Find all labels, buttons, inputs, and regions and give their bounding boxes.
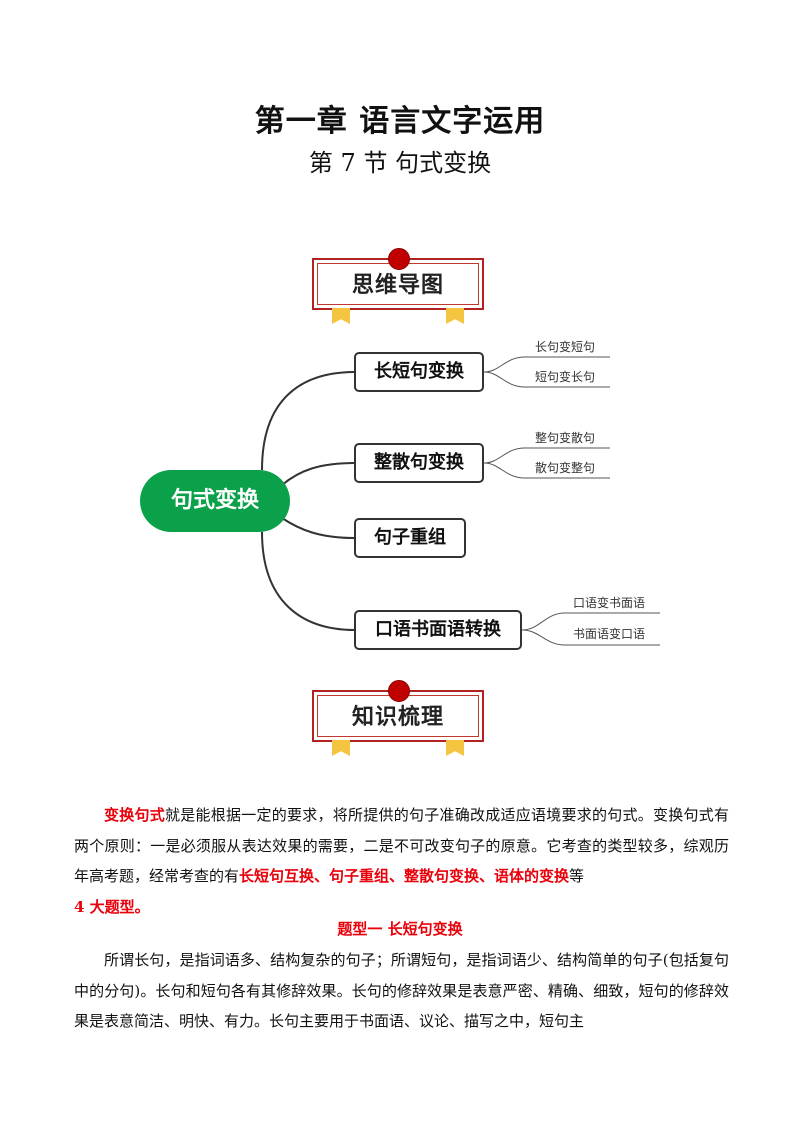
- branch-spoken-written: 口语书面语转换: [354, 610, 522, 650]
- intro-paragraph: 变换句式就是能根据一定的要求，将所提供的句子准确改成适应语境要求的句式。变换句式…: [74, 800, 729, 922]
- branch-regular-loose: 整散句变换: [354, 443, 484, 483]
- intro-text: 就是能根据一定的要求，将所提供的句子准确改成适应语境要求的句式。变换句式有两个原…: [74, 806, 729, 885]
- chapter-title: 第一章 语言文字运用: [254, 104, 546, 139]
- intro-term: 变换句式: [104, 806, 165, 824]
- branch-long-short: 长短句变换: [354, 352, 484, 392]
- subheading: 题型一 长短句变换: [337, 920, 463, 938]
- leaf-item: 散句变整句: [535, 461, 596, 475]
- leaf-item: 口语变书面语: [573, 596, 646, 610]
- leaf-item: 长句变短句: [535, 340, 596, 354]
- leaf-item: 整句变散句: [535, 431, 596, 445]
- red-dot-icon: [388, 680, 410, 702]
- ribbon-icon: [446, 308, 464, 324]
- section-title: 第 7 节 句式变换: [308, 149, 492, 177]
- knowledge-banner: 知识梳理: [312, 680, 488, 756]
- body-paragraph: 所谓长句，是指词语多、结构复杂的句子；所谓短句，是指词语少、结构简单的句子(包括…: [74, 951, 729, 1030]
- mind-map-connectors: [261, 356, 660, 646]
- leaf-item: 书面语变口语: [573, 627, 646, 641]
- mindmap-banner: 思维导图: [312, 248, 488, 324]
- knowledge-banner-label: 知识梳理: [351, 705, 444, 730]
- branch-reorganize: 句子重组: [354, 518, 466, 558]
- intro-highlight: 4 大题型。: [74, 897, 150, 916]
- intro-highlight: 长短句互换、句子重组、整散句变换、语体的变换: [239, 867, 570, 885]
- intro-text: 等: [569, 867, 585, 885]
- mindmap-root: 句式变换: [140, 470, 290, 532]
- red-dot-icon: [388, 248, 410, 270]
- leaf-item: 短句变长句: [535, 370, 596, 384]
- mind-map: 句式变换 长短句变换 整散句变换 句子重组 口语书面语转换 长句变短句 短句变长…: [0, 320, 800, 660]
- mindmap-banner-label: 思维导图: [351, 273, 444, 298]
- ribbon-icon: [332, 308, 350, 324]
- ribbon-icon: [332, 740, 350, 756]
- ribbon-icon: [446, 740, 464, 756]
